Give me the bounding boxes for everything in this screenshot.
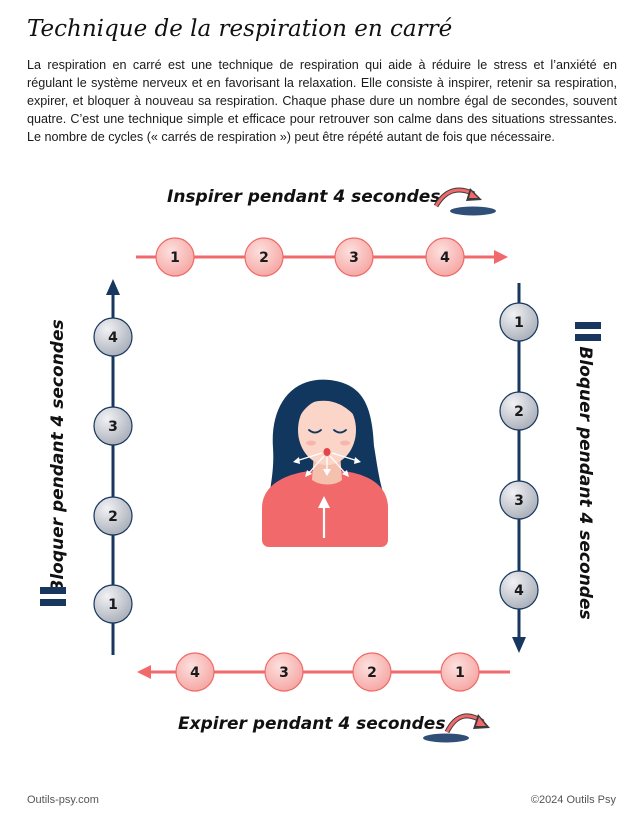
step-circle: 1 (93, 584, 133, 624)
step-circle: 2 (499, 391, 539, 431)
exhale-label: Expirer pendant 4 secondes (178, 714, 446, 734)
hold-left-arrowhead (106, 279, 120, 295)
footer-copyright: ©2024 Outils Psy (530, 794, 616, 806)
step-number: 3 (349, 250, 359, 266)
step-number: 2 (108, 509, 118, 525)
step-number: 1 (455, 665, 465, 681)
step-circle: 3 (334, 237, 374, 277)
exhale-icon (423, 713, 490, 743)
step-circle: 2 (352, 652, 392, 692)
step-number: 4 (190, 665, 200, 681)
intro-paragraph: La respiration en carré est une techniqu… (27, 58, 617, 144)
inhale-icon (433, 187, 496, 216)
step-circle: 4 (499, 570, 539, 610)
footer-site: Outils-psy.com (27, 794, 99, 806)
step-circle: 4 (175, 652, 215, 692)
step-number: 3 (108, 419, 118, 435)
step-number: 1 (170, 250, 180, 266)
step-number: 4 (108, 330, 118, 346)
step-circle: 4 (93, 317, 133, 357)
step-number: 4 (514, 583, 524, 599)
inhale-label: Inspirer pendant 4 secondes (167, 187, 441, 207)
step-circle: 1 (155, 237, 195, 277)
step-circle: 3 (93, 406, 133, 446)
step-number: 2 (367, 665, 377, 681)
exhale-arrowhead (137, 665, 151, 679)
breathing-woman-illustration (262, 379, 388, 547)
step-number: 2 (259, 250, 269, 266)
page-title: Technique de la respiration en carré (27, 16, 453, 42)
step-circle: 4 (425, 237, 465, 277)
pause-right-icon (575, 322, 601, 341)
step-circle: 3 (499, 480, 539, 520)
step-number: 3 (514, 493, 524, 509)
step-number: 1 (514, 315, 524, 331)
step-number: 2 (514, 404, 524, 420)
pause-left-icon (40, 587, 66, 606)
step-circle: 3 (264, 652, 304, 692)
step-circle: 1 (499, 302, 539, 342)
step-number: 1 (108, 597, 118, 613)
step-circle: 2 (93, 496, 133, 536)
step-number: 3 (279, 665, 289, 681)
step-circle: 1 (440, 652, 480, 692)
step-number: 4 (440, 250, 450, 266)
inhale-arrowhead (494, 250, 508, 264)
step-circle: 2 (244, 237, 284, 277)
hold-right-arrowhead (512, 637, 526, 653)
